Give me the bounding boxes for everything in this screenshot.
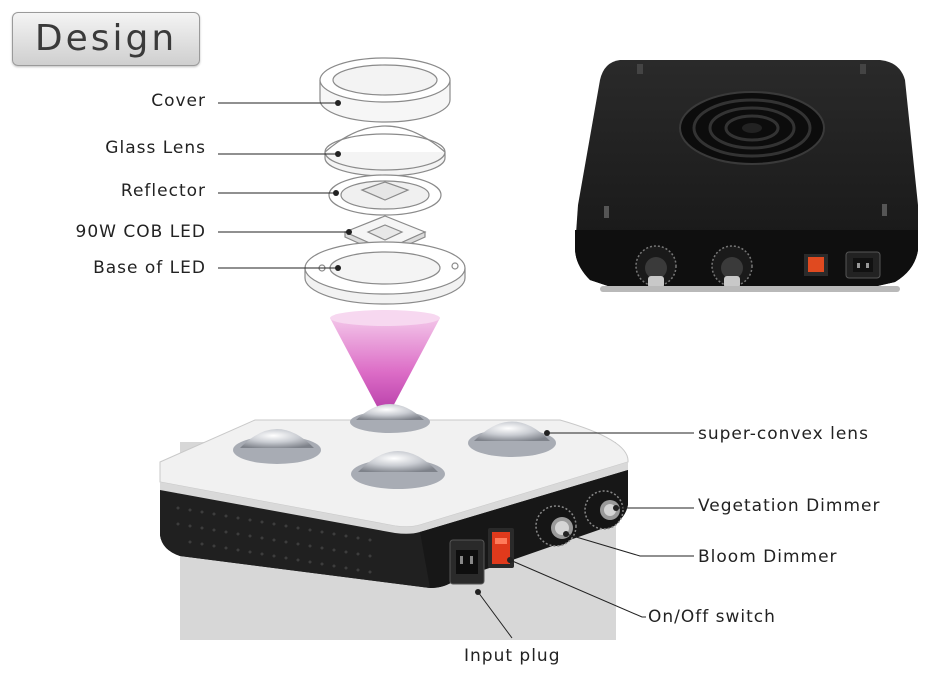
product-photo-back [575, 60, 918, 292]
exploded-leader-dots [333, 100, 352, 271]
fan-icon [679, 91, 825, 165]
on-off-switch-icon [488, 528, 514, 568]
exploded-leaders [218, 102, 347, 269]
light-beam [330, 310, 440, 412]
input-plug-icon [449, 539, 485, 585]
back-knob-right [711, 245, 753, 288]
label-vegetation-dimmer: Vegetation Dimmer [698, 496, 881, 516]
lens-back-center [350, 404, 430, 433]
callout-leaders [477, 432, 694, 639]
label-input-plug: Input plug [464, 646, 561, 666]
lens-right [468, 421, 556, 457]
label-glass-lens: Glass Lens [105, 138, 206, 158]
lens-front [351, 451, 445, 489]
back-knob-left [635, 245, 677, 288]
label-cob-led: 90W COB LED [75, 222, 206, 242]
back-plug-icon [845, 251, 881, 279]
base-of-led-part [304, 241, 466, 305]
back-switch-icon [804, 254, 828, 276]
label-reflector: Reflector [120, 181, 206, 201]
page-title: Design [34, 18, 178, 59]
reflector-part [328, 174, 442, 216]
label-cover: Cover [151, 91, 206, 111]
vegetation-dimmer-knob [584, 490, 624, 530]
title-badge: Design [12, 12, 200, 66]
lens-back-left [233, 429, 321, 464]
label-bloom-dimmer: Bloom Dimmer [698, 547, 838, 567]
bloom-dimmer-knob [535, 505, 577, 547]
exploded-view [304, 57, 466, 305]
label-on-off-switch: On/Off switch [648, 607, 776, 627]
glass-lens-part [324, 125, 446, 177]
product-photo-main [159, 404, 629, 640]
callout-dots [475, 430, 619, 595]
cover-part [319, 57, 451, 123]
label-super-convex-lens: super-convex lens [698, 424, 869, 444]
label-base-of-led: Base of LED [93, 258, 206, 278]
